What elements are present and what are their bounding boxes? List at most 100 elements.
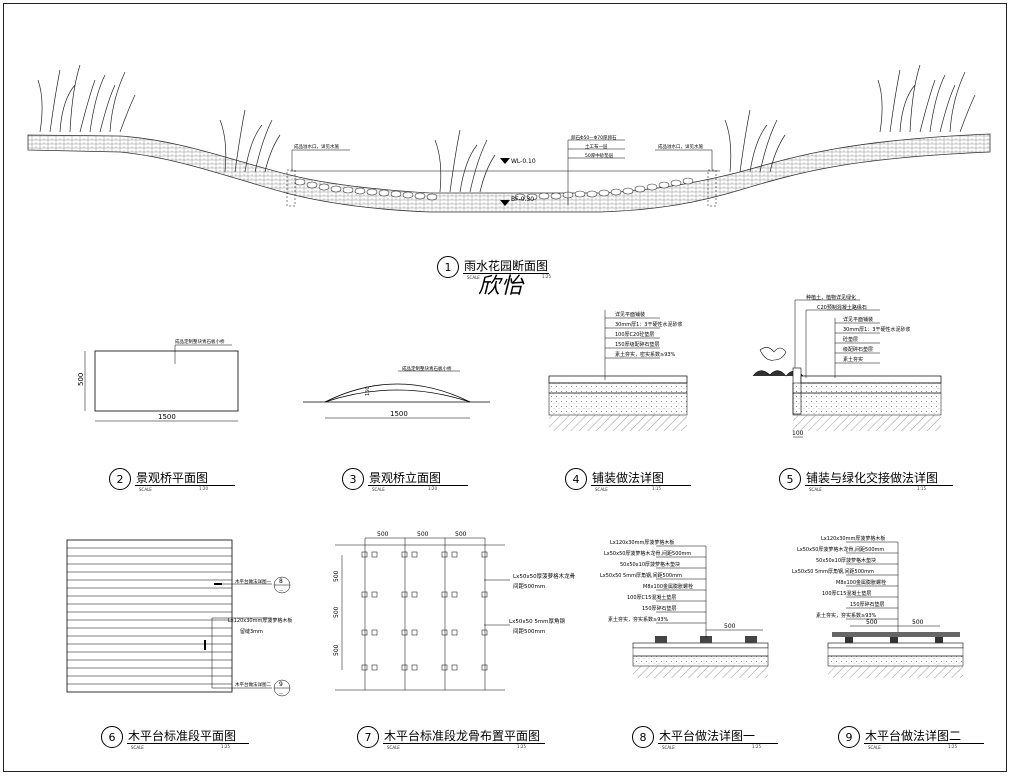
title-number: 9 [838, 726, 860, 748]
title-text: 木平台标准段平面图 [128, 729, 237, 743]
sheet-border [3, 3, 1007, 772]
joist-side-dim: 500 [333, 644, 340, 656]
deck-board-gap: 留缝3mm [240, 628, 263, 635]
title-number: 5 [779, 468, 801, 490]
joist-side-dim: 500 [333, 606, 340, 618]
junction-layer: 30mm厚1：3干硬性水泥砂浆 [843, 326, 910, 333]
scale-ratio: 1:25 [517, 744, 526, 749]
scale-label: SCALE [595, 487, 608, 492]
title-text: 木平台做法详图二 [865, 729, 962, 743]
paving-layer: 100厚C20砼垫层 [615, 331, 654, 338]
junction-layer: C20预制混凝土路缘石 [817, 304, 867, 311]
scale-label: SCALE [868, 745, 881, 750]
joist-top-dim: 500 [417, 531, 429, 538]
deck-callout-a: 木平台做法详图一 [235, 578, 271, 585]
scale-label: SCALE [809, 487, 822, 492]
deck-callout-b: 木平台做法详图二 [235, 681, 271, 688]
bf-label: BF-0.30 [511, 196, 534, 203]
deck2-layer: M8x100金属膨胀螺栓 [836, 579, 886, 586]
left-overflow-note: 成品溢水口，详见水施 [294, 143, 339, 150]
bridge-plan-height: 500 [77, 373, 85, 386]
joist-note: 间距500mm [513, 627, 545, 635]
deck-callout-b-num: 9 [279, 681, 283, 688]
deck2-layer: Lx50x50厚菠萝格木龙骨,间距500mm [797, 546, 884, 553]
signature: 欣怡 [478, 274, 525, 299]
title-text: 铺装与绿化交接做法详图 [806, 471, 939, 485]
wl-marker [500, 158, 510, 164]
paving-layer: 150厚级配碎石垫层 [615, 341, 660, 348]
layer-label: 50厚中砂垫层 [585, 152, 614, 159]
plant-clusters [37, 64, 976, 193]
junction-layer: 素土夯实 [843, 356, 863, 363]
wl-label: WL-0.10 [511, 158, 536, 165]
joist-top-dim: 500 [455, 531, 467, 538]
title-text: 木平台标准段龙骨布置平面图 [384, 729, 541, 743]
rain-garden-section: 成品溢水口，详见水施 成品溢水口，详见水施 WL-0.10 BF-0.30 卵石… [27, 64, 991, 213]
deck-board-note: Lx120x30mm厚菠萝格木板 [228, 617, 292, 624]
scale-label: SCALE [662, 745, 675, 750]
bridge-elev-height: 150 [365, 386, 371, 396]
paving-detail [548, 310, 688, 431]
title-text: 景观桥立面图 [369, 471, 442, 485]
bridge-plan-width: 1500 [158, 413, 176, 421]
paving-layer: 素土夯实，密实系数≥93% [615, 351, 676, 358]
joist-top-dim: 500 [377, 531, 389, 538]
deck2-layer: 150厚碎石垫层 [850, 601, 885, 608]
title-number: 1 [437, 256, 459, 278]
deck-callout-a-num: 8 [279, 578, 283, 585]
paving-layer: 30mm厚1：3干硬性水泥砂浆 [615, 321, 682, 328]
title-number: 3 [342, 468, 364, 490]
deck-outline [66, 539, 233, 693]
deck1-dim: 500 [724, 623, 736, 630]
title-number: 7 [357, 726, 379, 748]
scale-ratio: 1:20 [428, 486, 437, 491]
deck1-layer: 50x50x10厚菠萝格木垫块 [620, 561, 680, 568]
deck2-dim: 500 [912, 619, 924, 626]
bridge-plan-note: 成品定制整块青石板小桥 [175, 338, 225, 345]
joist-note: Lx50x50厚菠萝格木龙骨 [513, 572, 576, 580]
deck1-layer: Lx50x50 5mm厚角钢,间距500mm [600, 572, 682, 579]
title-number: 4 [565, 468, 587, 490]
bridge-elevation [303, 370, 490, 419]
junction-layer: 种植土，植物详见绿化 [806, 294, 856, 301]
deck-detail-1 [632, 545, 769, 678]
scale-ratio: 1:20 [199, 486, 208, 491]
scale-ratio: 1:25 [948, 744, 957, 749]
layer-label: 土工布一层 [585, 143, 608, 150]
right-overflow-note: 成品溢水口，详见水施 [658, 143, 703, 150]
deck2-dim: 500 [866, 619, 878, 626]
deck1-layer: Lx120x30mm厚菠萝格木板 [610, 539, 674, 546]
title-number: 6 [101, 726, 123, 748]
scale-ratio: 1:25 [221, 744, 230, 749]
joist-plan [335, 537, 510, 691]
curb-dim: 100 [792, 430, 804, 437]
bridge-elev-width: 1500 [390, 410, 408, 418]
soil-profile [27, 133, 991, 213]
deck1-layer: 150厚碎石垫层 [642, 605, 677, 612]
scale-label: SCALE [372, 487, 385, 492]
bridge-slab-outline [94, 350, 239, 412]
bridge-elev-note: 成品定制整块青石板小桥 [402, 365, 452, 372]
deck2-layer: 素土夯实，夯实系数≥93% [816, 612, 877, 619]
deck1-layer: M8x100金属膨胀螺栓 [643, 583, 693, 590]
joist-note: Lx50x50 5mm厚角钢 [509, 617, 566, 625]
junction-layer: 砼垫层 [843, 336, 858, 343]
scale-label: SCALE [139, 487, 152, 492]
deck-detail-2 [827, 541, 964, 678]
deck1-layer: Lx50x50厚菠萝格木龙骨,间距500mm [604, 550, 691, 557]
junction-layer: 详见平面铺装 [843, 316, 873, 323]
joist-note: 间距500mm [513, 582, 545, 590]
deck-plan [66, 539, 291, 697]
title-text: 木平台做法详图一 [659, 729, 756, 743]
deck2-layer: Lx50x50 5mm厚角钢,间距500mm [792, 568, 874, 575]
scale-ratio: 1:15 [652, 486, 661, 491]
scale-label: SCALE [131, 745, 144, 750]
title-number: 8 [632, 726, 654, 748]
deck2-layer: 50x50x10厚菠萝格木垫块 [816, 557, 876, 564]
deck2-layer: 100厚C15混凝土垫层 [822, 590, 871, 597]
deck-callout-a-dash: — [279, 588, 283, 593]
scale-ratio: 1:25 [752, 744, 761, 749]
scale-label: SCALE [467, 275, 480, 280]
scale-ratio: 1:15 [917, 486, 926, 491]
